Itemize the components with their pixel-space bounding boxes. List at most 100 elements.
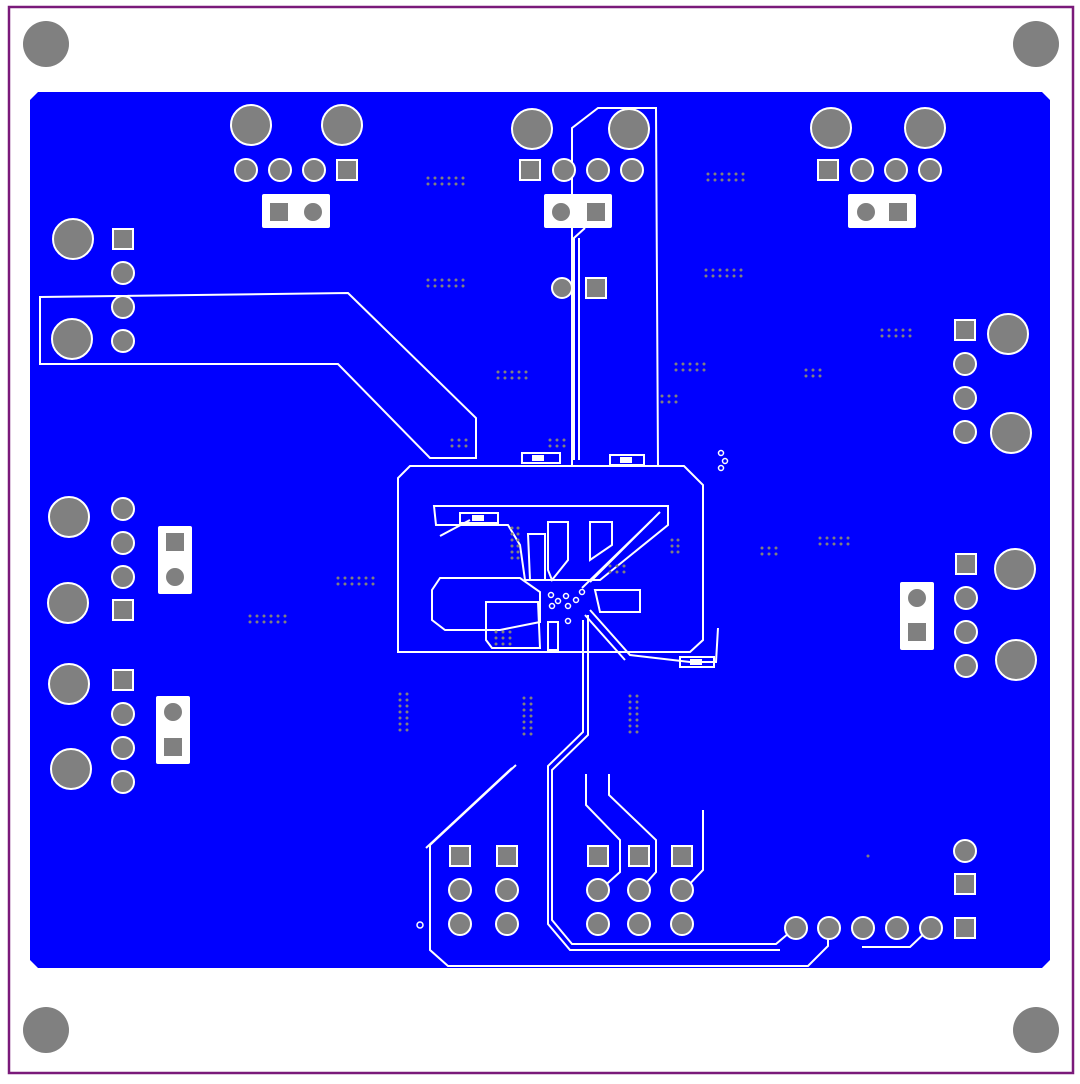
via-icon xyxy=(522,696,526,700)
via-icon xyxy=(635,700,639,704)
via-icon xyxy=(501,636,505,640)
via-icon xyxy=(398,704,402,708)
round-pad-icon xyxy=(954,654,978,678)
via-icon xyxy=(767,552,771,556)
round-pad-icon xyxy=(321,104,363,146)
lone-vias xyxy=(416,449,729,929)
round-pad-icon xyxy=(495,912,519,936)
via-icon xyxy=(357,582,361,586)
via-icon xyxy=(676,544,680,548)
smd-components xyxy=(459,452,715,668)
round-pad-icon xyxy=(111,261,135,285)
round-pad-icon xyxy=(620,158,644,182)
round-pad-icon xyxy=(162,701,184,723)
round-pad-icon xyxy=(111,736,135,760)
via-icon xyxy=(608,564,612,568)
via-icon xyxy=(510,556,514,560)
square-pad-icon xyxy=(954,319,976,341)
via-icon xyxy=(670,544,674,548)
via-icon xyxy=(688,362,692,366)
via-icon xyxy=(628,694,632,698)
via-icon xyxy=(529,720,533,724)
via-icon xyxy=(508,636,512,640)
round-pad-icon xyxy=(448,912,472,936)
via-icon xyxy=(628,718,632,722)
square-pad-icon xyxy=(954,873,976,895)
square-pad-icon xyxy=(112,599,134,621)
via-icon xyxy=(522,702,526,706)
via-icon xyxy=(880,328,884,332)
via-icon xyxy=(608,570,612,574)
via-icon xyxy=(524,376,528,380)
via-icon xyxy=(426,278,430,282)
smd-component-icon xyxy=(521,452,561,464)
via-icon xyxy=(336,582,340,586)
via-icon xyxy=(562,438,566,442)
via-icon xyxy=(522,714,526,718)
via-icon xyxy=(522,708,526,712)
via-icon xyxy=(635,718,639,722)
via-icon xyxy=(464,438,468,442)
via-icon xyxy=(426,284,430,288)
copper-pour xyxy=(30,92,1050,968)
smd-component-icon xyxy=(472,515,484,521)
via-icon xyxy=(517,376,521,380)
round-pad-icon xyxy=(906,587,928,609)
via-icon xyxy=(832,542,836,546)
round-pad-icon xyxy=(111,702,135,726)
round-pad-icon xyxy=(586,878,610,902)
via-icon xyxy=(562,444,566,448)
via-icon xyxy=(496,370,500,374)
via-icon xyxy=(818,374,822,378)
via-icon xyxy=(832,536,836,540)
mounting-hole-icon xyxy=(23,21,69,67)
via-icon xyxy=(670,538,674,542)
via-icon xyxy=(706,178,710,182)
round-pad-icon xyxy=(47,582,89,624)
smd-component-icon xyxy=(609,454,645,466)
via-icon xyxy=(516,556,520,560)
via-icon xyxy=(717,464,725,472)
via-icon xyxy=(457,444,461,448)
via-icon xyxy=(818,368,822,372)
via-icon xyxy=(901,334,905,338)
round-pad-icon xyxy=(111,770,135,794)
diag-trace-2 xyxy=(581,519,653,589)
square-pad-icon xyxy=(671,845,693,867)
inner-pour-5 xyxy=(526,533,546,581)
via-icon xyxy=(405,692,409,696)
square-pad-icon xyxy=(587,845,609,867)
mounting-hole-icon xyxy=(1013,21,1059,67)
round-pad-icon xyxy=(51,318,93,360)
via-icon xyxy=(670,550,674,554)
via-icon xyxy=(510,376,514,380)
signal-trace-a xyxy=(573,227,586,460)
via-icon xyxy=(628,712,632,716)
round-pad-icon xyxy=(627,912,651,936)
via-icon xyxy=(516,526,520,530)
via-icon xyxy=(767,546,771,550)
via-icon xyxy=(825,536,829,540)
via-icon xyxy=(702,368,706,372)
via-icon xyxy=(887,328,891,332)
via-icon xyxy=(416,921,424,929)
via-icon xyxy=(433,284,437,288)
via-icon xyxy=(503,376,507,380)
signal-trace-f xyxy=(547,620,780,951)
smd-component-icon xyxy=(547,621,559,651)
round-pad-icon xyxy=(994,548,1036,590)
via-icon xyxy=(350,582,354,586)
inner-pour-4 xyxy=(593,589,641,613)
via-icon xyxy=(839,536,843,540)
smd-component-icon xyxy=(532,455,544,461)
via-icon xyxy=(695,362,699,366)
via-icon xyxy=(734,178,738,182)
via-icon xyxy=(839,542,843,546)
via-icon xyxy=(522,720,526,724)
via-icon xyxy=(529,696,533,700)
signal-trace-i xyxy=(585,774,621,891)
via-icon xyxy=(510,544,514,548)
via-icon xyxy=(510,550,514,554)
via-icon xyxy=(517,370,521,374)
via-icon xyxy=(548,602,556,610)
